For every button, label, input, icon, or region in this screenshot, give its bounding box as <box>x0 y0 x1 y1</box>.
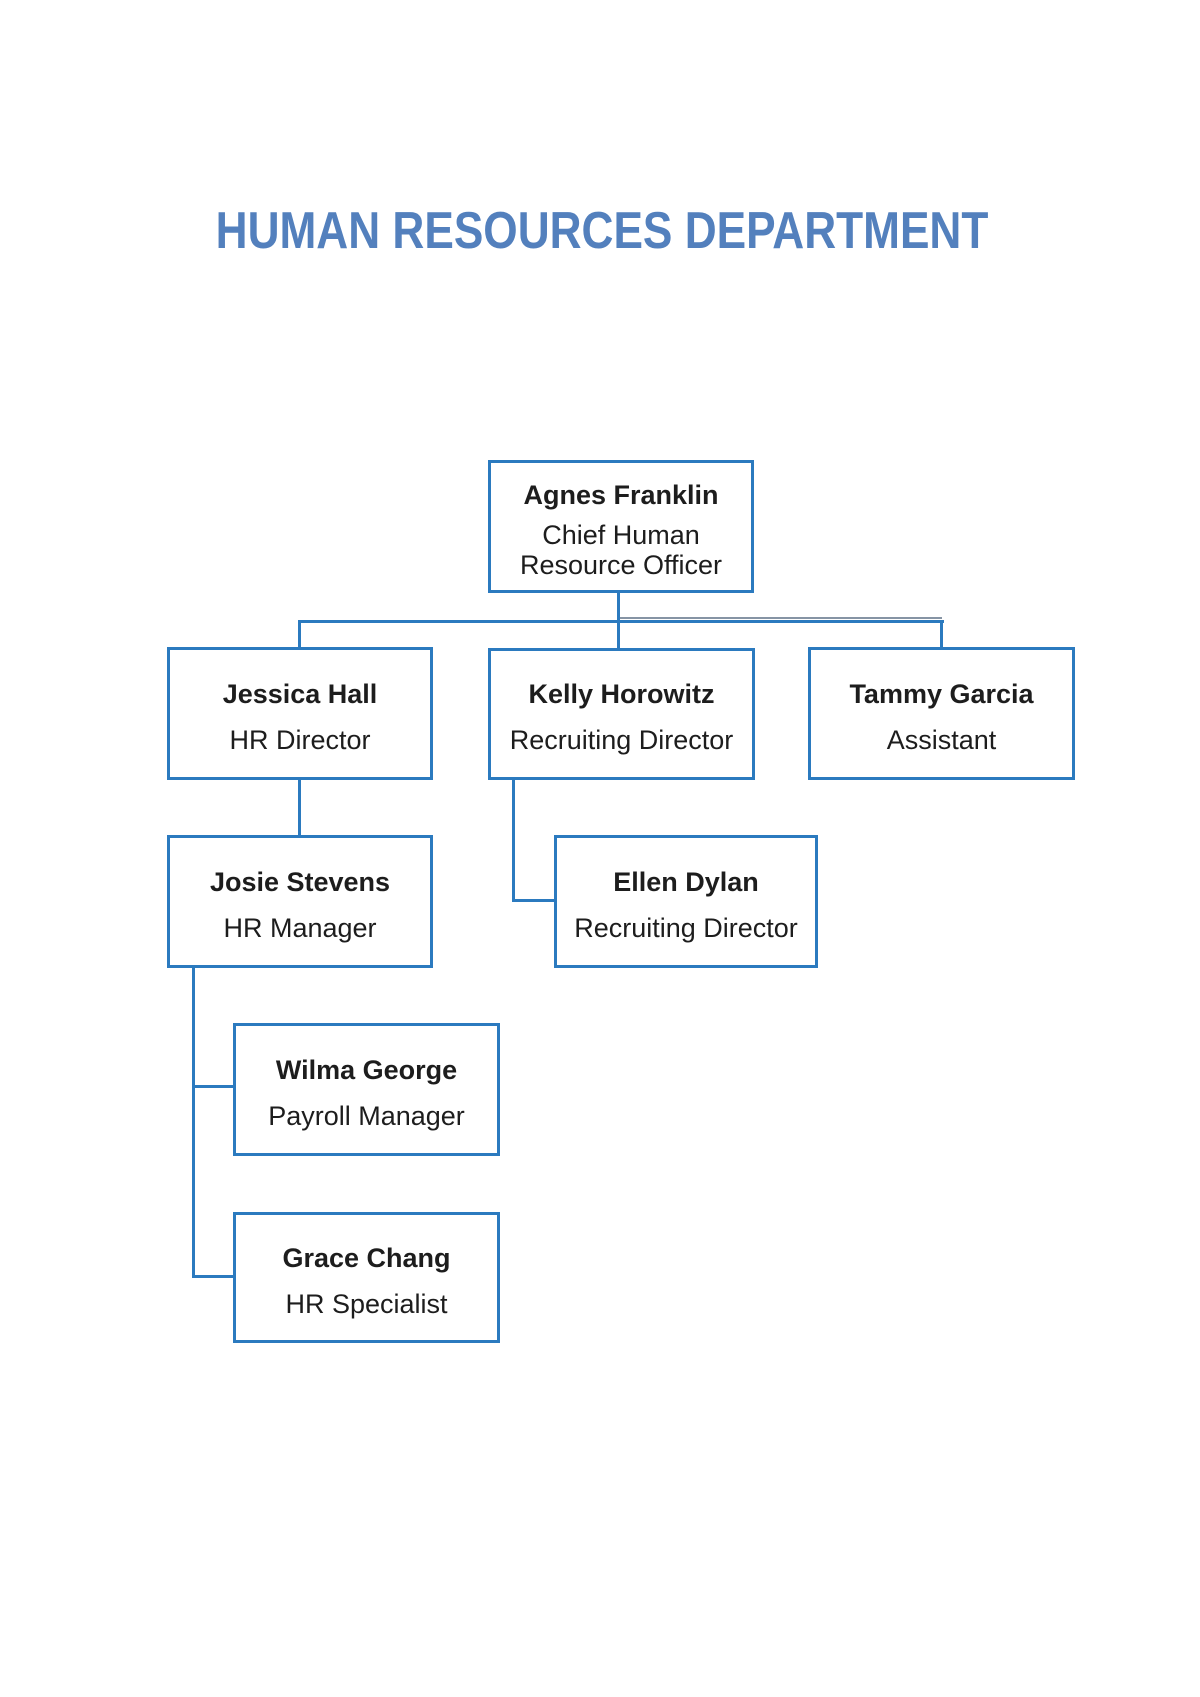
connector-to-wilma <box>192 1085 236 1088</box>
person-name: Kelly Horowitz <box>528 679 715 709</box>
connector-bus-shadow-line <box>620 617 942 619</box>
person-role: Chief Human Resource Officer <box>519 519 723 580</box>
person-name: Agnes Franklin <box>523 479 719 510</box>
person-role: Payroll Manager <box>268 1100 465 1131</box>
org-node-jessica-hall: Jessica Hall HR Director <box>167 647 433 780</box>
connector-josie-drop <box>192 967 195 1278</box>
person-name: Grace Chang <box>282 1242 451 1273</box>
connector-jessica-to-josie <box>298 779 301 837</box>
org-node-grace-chang: Grace Chang HR Specialist <box>233 1212 500 1343</box>
person-role: Recruiting Director <box>574 912 798 943</box>
connector-agnes-drop <box>617 592 620 623</box>
connector-stub-tammy <box>940 620 943 649</box>
person-role: Assistant <box>886 724 997 755</box>
connector-to-grace <box>192 1275 236 1278</box>
org-node-ellen-dylan: Ellen Dylan Recruiting Director <box>554 835 818 968</box>
person-name: Ellen Dylan <box>613 866 759 897</box>
connector-bus <box>298 620 944 623</box>
person-role: Recruiting Director <box>509 725 734 755</box>
person-name: Wilma George <box>275 1054 458 1085</box>
person-name: Jessica Hall <box>222 678 378 709</box>
page-title: HUMAN RESOURCES DEPARTMENT <box>215 202 989 260</box>
connector-stub-kelly <box>617 620 620 650</box>
person-name: Tammy Garcia <box>849 678 1034 709</box>
person-name: Josie Stevens <box>209 866 391 897</box>
org-node-wilma-george: Wilma George Payroll Manager <box>233 1023 500 1156</box>
org-node-josie-stevens: Josie Stevens HR Manager <box>167 835 433 968</box>
person-role: HR Manager <box>223 912 377 943</box>
person-role: HR Director <box>229 724 371 755</box>
org-node-tammy-garcia: Tammy Garcia Assistant <box>808 647 1075 780</box>
org-node-kelly-horowitz: Kelly Horowitz Recruiting Director <box>488 648 755 780</box>
org-node-agnes-franklin: Agnes Franklin Chief Human Resource Offi… <box>488 460 754 593</box>
connector-kelly-to-ellen-vertical <box>512 779 515 902</box>
connector-stub-jessica <box>298 620 301 649</box>
connector-kelly-to-ellen-horizontal <box>512 899 557 902</box>
person-role: HR Specialist <box>285 1288 448 1319</box>
